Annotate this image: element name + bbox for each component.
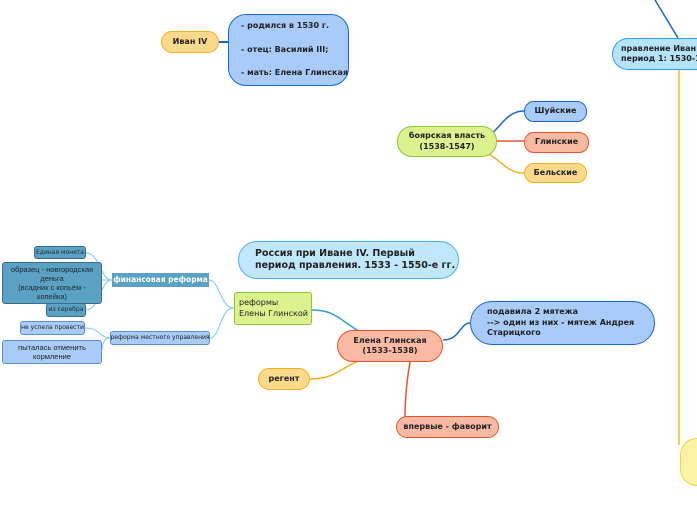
- title-line: период правления. 1533 - 1550-е гг.: [255, 260, 456, 271]
- elena-glinskaya-node[interactable]: Елена Глинская(1533-1538): [337, 330, 443, 362]
- silver-node[interactable]: из серебра: [46, 303, 86, 317]
- ivan-info-node[interactable]: - родился в 1530 г. - отец: Василий III;…: [228, 14, 349, 86]
- revolts-line: --> один из них - мятеж Андрея: [487, 317, 635, 327]
- title-line: Россия при Иване IV. Первый: [255, 247, 415, 259]
- not-done-node[interactable]: не успела провести: [20, 321, 85, 335]
- coin-sample-node[interactable]: образец - новгородская деньга(всадник с …: [2, 262, 102, 304]
- favorite-label: впервые - фаворит: [403, 421, 492, 431]
- boyar-line: (1538-1547): [419, 141, 475, 151]
- feeding-node[interactable]: пыталась отменить кормление: [2, 340, 102, 364]
- single-coin-node[interactable]: Единая монета: [34, 246, 86, 259]
- feeding-label: пыталась отменить кормление: [18, 343, 86, 361]
- shuisky-label: Шуйские: [534, 106, 577, 116]
- belsky-label: Бельские: [533, 167, 578, 177]
- coin-sample-line: образец - новгородская деньга: [10, 265, 94, 283]
- boyar-rule-node[interactable]: боярская власть(1538-1547): [397, 126, 497, 157]
- info-line: - отец: Василий III;: [241, 44, 329, 54]
- reforms-line: реформы: [239, 298, 279, 308]
- ivan-iv-node[interactable]: Иван IV: [161, 31, 219, 53]
- coin-sample-line: (всадник с копьём - копейка): [18, 283, 86, 301]
- not-done-label: не успела провести: [21, 324, 84, 332]
- elena-line: (1533-1538): [362, 346, 418, 355]
- shuisky-node[interactable]: Шуйские: [524, 101, 587, 122]
- finance-reform-node[interactable]: финансовая реформа: [112, 273, 209, 287]
- revolts-node[interactable]: подавила 2 мятежа --> один из них - мяте…: [470, 301, 655, 345]
- elena-line: Елена Глинская: [353, 335, 427, 345]
- local-reform-node[interactable]: реформа местного управления: [110, 331, 210, 345]
- silver-label: из серебра: [48, 306, 84, 314]
- info-line: - родился в 1530 г.: [241, 21, 330, 31]
- revolts-line: Старицкого: [487, 328, 541, 338]
- finance-reform-label: финансовая реформа: [113, 275, 208, 285]
- belsky-node[interactable]: Бельские: [524, 163, 587, 183]
- glinsky-label: Глинские: [534, 137, 579, 147]
- local-reform-label: реформа местного управления: [110, 334, 210, 342]
- ivan-iv-label: Иван IV: [172, 36, 208, 46]
- reign-line: период 1: 1530-15: [621, 54, 697, 63]
- glinsky-node[interactable]: Глинские: [524, 132, 589, 153]
- revolts-line: подавила 2 мятежа: [487, 307, 579, 317]
- offscreen-node[interactable]: [680, 438, 697, 486]
- boyar-line: боярская власть: [408, 131, 486, 141]
- regent-node[interactable]: регент: [258, 368, 310, 390]
- reforms-line: Елены Глинской: [239, 308, 308, 318]
- single-coin-label: Единая монета: [36, 248, 84, 256]
- reign-line: правление Иван: [621, 43, 697, 53]
- info-line: - мать: Елена Глинская: [241, 68, 348, 78]
- regent-label: регент: [268, 373, 300, 383]
- favorite-node[interactable]: впервые - фаворит: [396, 416, 499, 438]
